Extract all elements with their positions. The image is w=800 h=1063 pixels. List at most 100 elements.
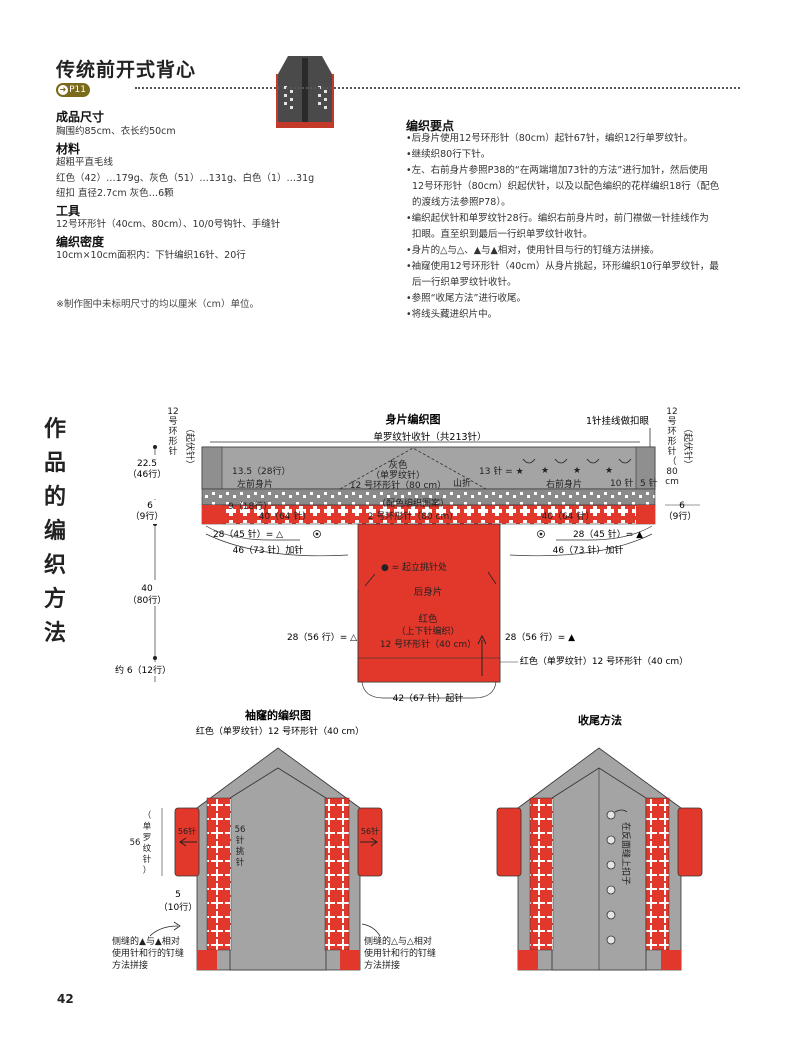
svg-text:方法拼接: 方法拼接 <box>112 959 148 971</box>
left-56-rows: 28（56 行）= △ <box>287 631 357 643</box>
pickup-legend: ● = 起立挑针处 <box>381 561 447 573</box>
right-seam-note: 侧缝的△与△相对 使用针和行的钉缝 方法拼接 <box>364 935 436 971</box>
point-line: •身片的△与△、▲与▲相对，使用针目与行的钉缝方法拼接。 <box>406 245 660 256</box>
dim-9-rows-right: （9行） <box>664 510 697 522</box>
left-arc-2 <box>205 533 349 557</box>
stitches-5-label: 5 针 <box>640 477 658 489</box>
tools-heading: 工具 <box>56 204 81 218</box>
page-number: 42 <box>57 992 74 1006</box>
back-panel <box>357 523 501 683</box>
point-line: •参照“收尾方法”进行收尾。 <box>406 293 526 304</box>
right-stitch-count: 40（64 针） <box>542 510 595 522</box>
gray-rib-label: （单罗纹针） <box>371 469 425 481</box>
pickup-mark-dot <box>315 532 319 536</box>
pattern-rows-label: 9（18行） <box>228 500 272 512</box>
svg-text:针: 针 <box>143 854 152 865</box>
pickup-mark <box>537 530 545 538</box>
dim-80-rows: （80行） <box>128 594 166 606</box>
right-arrow-icon <box>370 837 378 847</box>
points-heading: 编织要点 <box>406 119 455 133</box>
dim-22-5: 22.5 <box>137 459 157 469</box>
stitches-13-label: 13 针 = ★ <box>479 465 524 477</box>
dim-bg <box>130 500 180 524</box>
button-note-arrow <box>614 809 628 813</box>
right-red-edge <box>636 505 655 524</box>
sleeve-rib-tag: 56针 <box>178 826 196 836</box>
sleeve-dim-5: 5 <box>175 890 181 900</box>
material-heading: 材料 <box>56 142 81 156</box>
material-line: 超粗平直毛线 <box>56 157 114 168</box>
svg-text:罗: 罗 <box>143 833 152 843</box>
gauge-text: 10cm×10cm面积内：下针编织16针、20行 <box>56 250 246 261</box>
point-line: •编织起伏针和单罗纹针28行。编织右前身片时，前门襟做一针挂线作为 <box>406 213 709 224</box>
dim-bg <box>112 662 174 676</box>
right-needle-label: 12 号 环 形 针 （ 80 cm <box>665 407 679 487</box>
point-line: •继续织80行下针。 <box>406 149 491 160</box>
seam-arrow-right <box>361 923 381 937</box>
point-line: •左、右前身片参照P38的“在两端增加73针的方法”进行加针，然后使用 <box>406 165 708 176</box>
material-line: 纽扣 直径2.7cm 灰色…6颗 <box>56 188 174 199</box>
svg-text:（: （ <box>143 810 152 821</box>
svg-text:12: 12 <box>666 407 677 417</box>
header-divider <box>135 87 740 89</box>
point-line: •后身片使用12号环形针（80cm）起针67针，编织12行单罗纹针。 <box>406 133 693 144</box>
material-line: 红色（42）…179g、灰色（51）…131g、白色（1）…31g <box>56 173 315 184</box>
buttons <box>606 810 616 945</box>
side-title: 作 品 的 编 织 方 法 <box>43 416 66 646</box>
red-label: 红色 <box>418 613 438 625</box>
svg-text:80: 80 <box>666 467 678 477</box>
unit-note: ※制作图中未标明尺寸的均以厘米（cm）单位。 <box>56 299 259 310</box>
sleeve-chart-title: 袖窿的编织图 <box>245 708 311 722</box>
point-line: 12号环形针（80cm）织起伏针，以及以配色编织的花样编织18行（配色 <box>412 181 720 192</box>
dimension-node <box>153 445 157 449</box>
gray-top-band <box>201 446 656 490</box>
right-arc <box>556 525 653 541</box>
button-icon <box>606 835 616 845</box>
svg-text:形: 形 <box>168 435 177 447</box>
svg-text:环: 环 <box>168 426 177 437</box>
bottom-bracket <box>361 681 497 699</box>
svg-text:号: 号 <box>168 416 177 427</box>
body-chart-title: 身片编织图 <box>386 412 441 426</box>
left-arc <box>205 525 300 541</box>
left-front-label: 左前身片 <box>237 478 273 490</box>
stockinette-label: （上下针编织） <box>396 625 459 637</box>
dim-6-right: 6 <box>679 501 685 511</box>
left-28-label: 28（45 针）= △ <box>213 528 283 540</box>
button-icon <box>606 910 616 920</box>
dim-bg <box>130 580 180 606</box>
sleeve-rib-vertical: （ 单 罗 纹 针 ） <box>143 810 152 876</box>
page-reference-badge: ➜ P11 <box>56 83 90 97</box>
point-line: •将线头藏进织片中。 <box>406 309 498 320</box>
svg-text:方法拼接: 方法拼接 <box>364 959 400 971</box>
svg-text:cm: cm <box>665 477 679 487</box>
gray-color-label: 灰色 <box>388 459 408 471</box>
sleeve-chart-subtitle: 红色（单罗纹针）12 号环形针（40 cm） <box>196 725 364 737</box>
right-56-rows: 28（56 行）= ▲ <box>505 631 575 643</box>
button-icon <box>606 885 616 895</box>
right-garter-label: （起伏针） <box>682 424 694 469</box>
up-arrow-icon <box>477 634 487 645</box>
left-front-rows: 13.5（28行） <box>232 465 291 477</box>
buttonhole-label: 1针挂线做扣眼 <box>586 415 650 427</box>
pickup-56-label: 56 针 挑 针 <box>235 825 246 868</box>
dimension-node <box>153 656 157 660</box>
svg-text:号: 号 <box>667 416 676 427</box>
right-arc-2 <box>509 533 653 557</box>
point-line: •袖窿使用12号环形针（40cm）从身片挑起，环形编织10行单罗纹针，最 <box>406 261 719 272</box>
svg-text:单: 单 <box>143 821 152 832</box>
button-note: 在反面缝上扣子 <box>620 822 632 885</box>
arrow-icon: ➜ <box>58 85 68 95</box>
point-line: 后一行织单罗纹针收针。 <box>412 277 517 288</box>
left-seam-note: 侧缝的▲与▲相对 使用针和行的钉缝 方法拼接 <box>112 935 184 971</box>
size-text: 胸围约85cm、衣长约50cm <box>56 126 176 137</box>
sleeve-56: 56 <box>130 838 141 848</box>
right-46-label: 46（73 针）加针 <box>553 544 624 556</box>
left-garter-edge <box>201 446 223 490</box>
left-stitch-count: 40（64 针） <box>259 510 312 522</box>
left-arrow-icon <box>179 837 187 847</box>
svg-text:针: 针 <box>236 835 245 846</box>
dim-approx-6: 约 6（12行） <box>115 664 171 676</box>
bottom-label: 42（67 针）起针 <box>393 692 464 704</box>
